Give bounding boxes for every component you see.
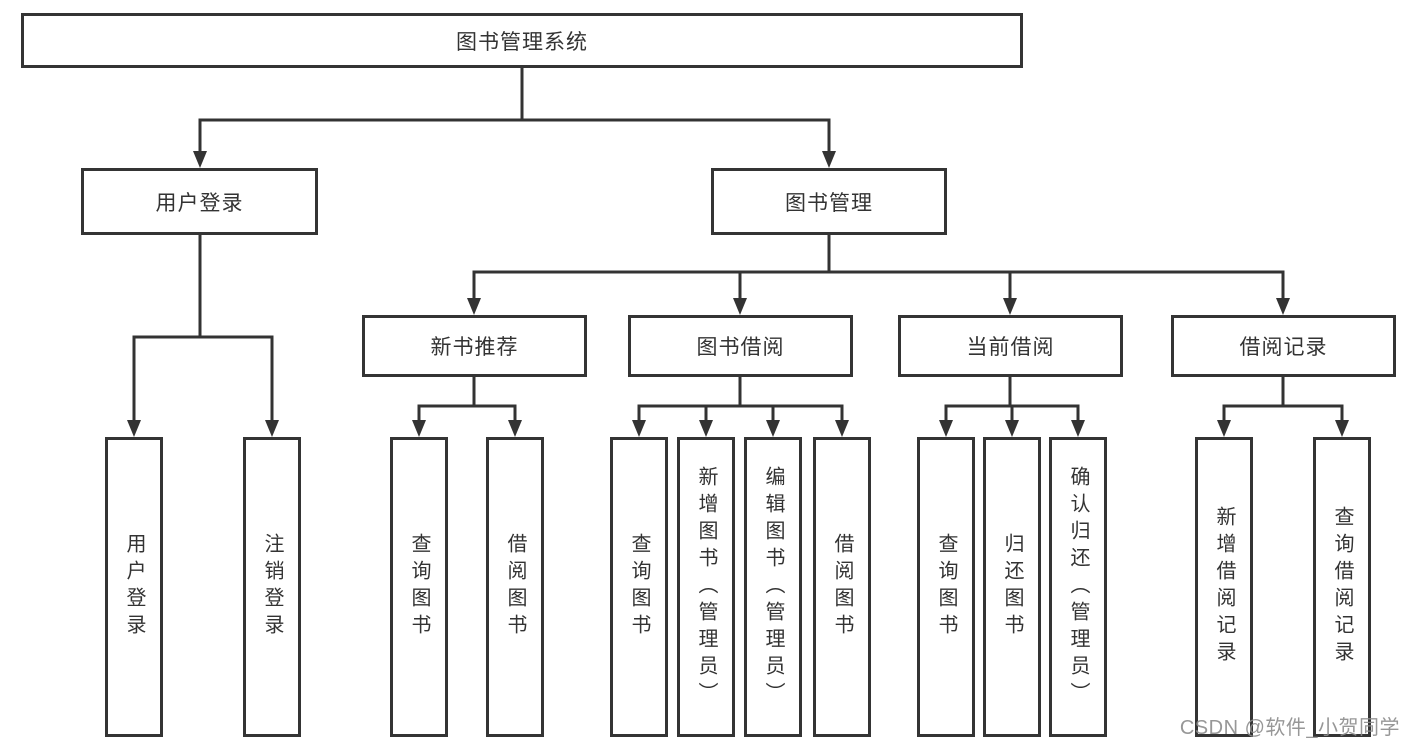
- node-borrow-record-label: 借阅记录: [1239, 336, 1328, 359]
- leaf-add-books-admin-label: 新增图书（管理员）: [695, 465, 717, 709]
- node-current-borrow: 当前借阅: [898, 315, 1123, 377]
- csdn-watermark: CSDN @软件_小贺同学: [1179, 717, 1400, 739]
- leaf-query-books-2: 查询图书: [610, 437, 668, 737]
- leaf-return-books-label: 归还图书: [1001, 533, 1023, 641]
- leaf-query-books-1: 查询图书: [390, 437, 448, 737]
- leaf-query-borrow-record: 查询借阅记录: [1313, 437, 1371, 737]
- leaf-user-login: 用户登录: [105, 437, 163, 737]
- leaf-add-borrow-record-label: 新增借阅记录: [1213, 506, 1235, 668]
- leaf-borrow-books-2-label: 借阅图书: [831, 533, 853, 641]
- connector-book-borrow-branch: [632, 377, 849, 437]
- leaf-query-borrow-record-label: 查询借阅记录: [1331, 506, 1353, 668]
- leaf-edit-books-admin: 编辑图书（管理员）: [744, 437, 802, 737]
- leaf-user-login-label: 用户登录: [123, 533, 145, 641]
- node-book-management: 图书管理: [711, 168, 947, 235]
- node-root-system-label: 图书管理系统: [456, 30, 588, 54]
- leaf-query-books-1-label: 查询图书: [408, 533, 430, 641]
- leaf-confirm-return-admin-label: 确认归还（管理员）: [1067, 465, 1089, 709]
- leaf-query-books-2-label: 查询图书: [628, 533, 650, 641]
- leaf-edit-books-admin-label: 编辑图书（管理员）: [762, 465, 784, 709]
- connector-borrow-record-branch: [1217, 377, 1349, 437]
- node-user-login-label: 用户登录: [155, 191, 244, 215]
- node-book-management-label: 图书管理: [785, 191, 873, 215]
- leaf-query-books-3-label: 查询图书: [935, 533, 957, 641]
- leaf-borrow-books-1-label: 借阅图书: [504, 533, 526, 641]
- leaf-query-books-3: 查询图书: [917, 437, 975, 737]
- connector-book-mgmt-branch: [467, 235, 1290, 315]
- node-root-system: 图书管理系统: [21, 13, 1023, 68]
- connector-user-login-branch: [127, 235, 279, 437]
- connector-root-to-level2: [193, 68, 836, 168]
- node-book-borrow: 图书借阅: [628, 315, 853, 377]
- node-book-borrow-label: 图书借阅: [696, 336, 785, 359]
- node-current-borrow-label: 当前借阅: [966, 336, 1055, 359]
- connector-new-book-branch: [412, 377, 522, 437]
- node-user-login: 用户登录: [81, 168, 318, 235]
- leaf-return-books: 归还图书: [983, 437, 1041, 737]
- leaf-logout-label: 注销登录: [261, 533, 283, 641]
- leaf-borrow-books-2: 借阅图书: [813, 437, 871, 737]
- node-new-book-recommend-label: 新书推荐: [430, 336, 519, 359]
- leaf-borrow-books-1: 借阅图书: [486, 437, 544, 737]
- node-new-book-recommend: 新书推荐: [362, 315, 587, 377]
- leaf-add-borrow-record: 新增借阅记录: [1195, 437, 1253, 737]
- leaf-add-books-admin: 新增图书（管理员）: [677, 437, 735, 737]
- node-borrow-record: 借阅记录: [1171, 315, 1396, 377]
- connector-current-borrow-branch: [939, 377, 1085, 437]
- leaf-logout: 注销登录: [243, 437, 301, 737]
- leaf-confirm-return-admin: 确认归还（管理员）: [1049, 437, 1107, 737]
